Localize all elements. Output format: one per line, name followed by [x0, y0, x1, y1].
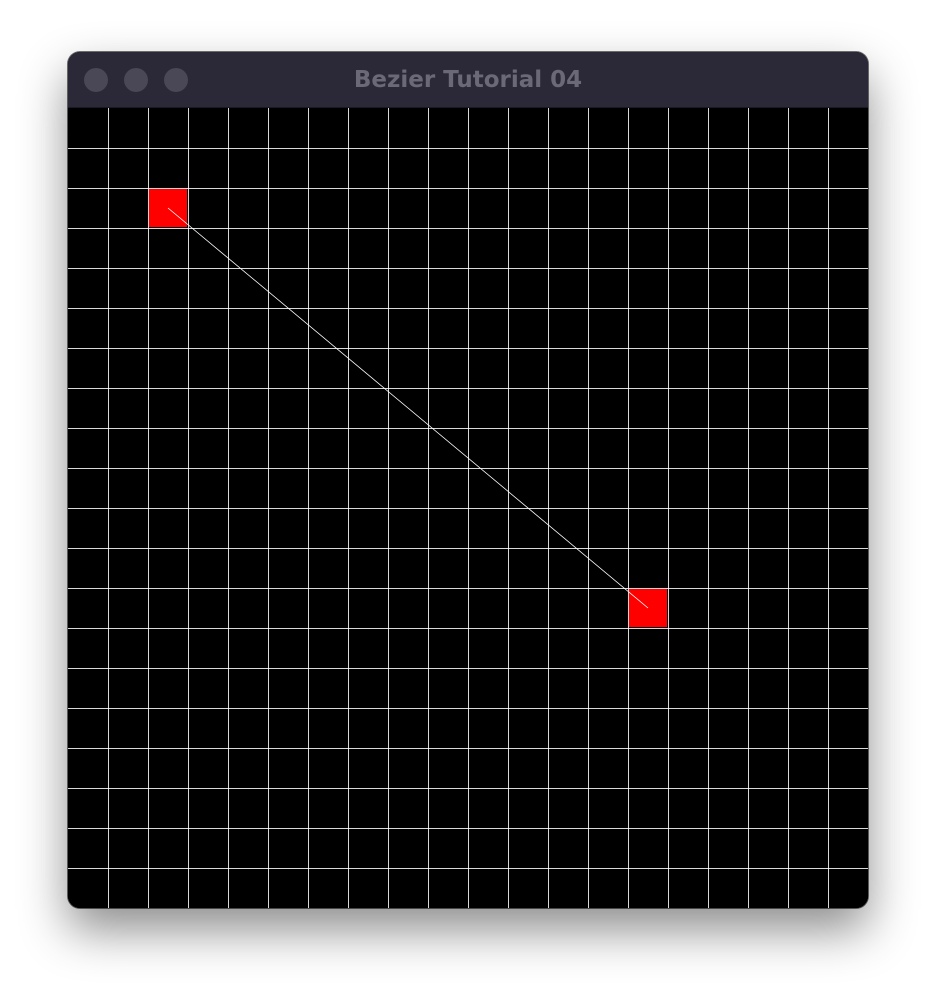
- scene-svg[interactable]: [68, 108, 868, 908]
- title-bar[interactable]: Bezier Tutorial 04: [68, 52, 868, 108]
- window-title: Bezier Tutorial 04: [353, 67, 583, 93]
- minimize-button[interactable]: [124, 68, 148, 92]
- zoom-button[interactable]: [164, 68, 188, 92]
- close-button[interactable]: [84, 68, 108, 92]
- grid: [68, 108, 868, 908]
- app-window: Bezier Tutorial 04: [68, 52, 868, 908]
- connector-line: [167, 207, 649, 609]
- drawing-canvas[interactable]: [68, 108, 868, 908]
